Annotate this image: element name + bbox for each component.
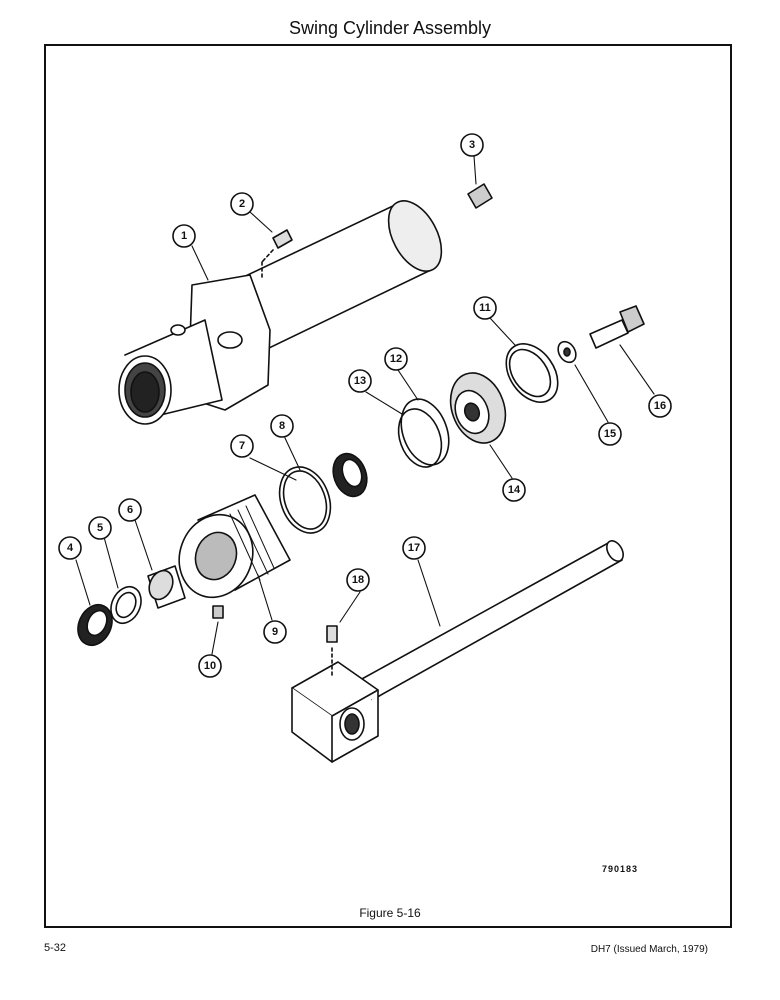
callout-12: 12 bbox=[384, 347, 408, 371]
callout-9: 9 bbox=[263, 620, 287, 644]
callout-13: 13 bbox=[348, 369, 372, 393]
part-seal-4 bbox=[77, 604, 113, 646]
callout-11: 11 bbox=[473, 296, 497, 320]
callout-4: 4 bbox=[58, 536, 82, 560]
svg-text:4: 4 bbox=[67, 542, 74, 554]
svg-text:2: 2 bbox=[239, 198, 245, 210]
callout-18: 18 bbox=[346, 568, 370, 592]
callout-15: 15 bbox=[598, 422, 622, 446]
diagram-frame bbox=[44, 44, 732, 928]
part-seal-8 bbox=[332, 452, 368, 498]
drawing-number: 790183 bbox=[602, 864, 639, 874]
svg-text:3: 3 bbox=[469, 139, 475, 151]
svg-text:17: 17 bbox=[408, 542, 420, 554]
callout-5: 5 bbox=[88, 516, 112, 540]
part-oring-7 bbox=[278, 466, 332, 534]
part-grease-fitting-18 bbox=[326, 625, 338, 679]
svg-text:12: 12 bbox=[390, 353, 402, 365]
svg-text:11: 11 bbox=[479, 302, 491, 314]
part-gland-9 bbox=[178, 494, 291, 599]
svg-text:15: 15 bbox=[604, 428, 616, 440]
callout-1: 1 bbox=[172, 224, 196, 248]
callout-7: 7 bbox=[230, 434, 254, 458]
part-fitting-10 bbox=[212, 605, 224, 619]
svg-text:8: 8 bbox=[279, 420, 285, 432]
part-ring-5 bbox=[110, 585, 142, 625]
svg-text:1: 1 bbox=[181, 230, 187, 242]
part-bolt-16 bbox=[589, 305, 645, 349]
callout-10: 10 bbox=[198, 654, 222, 678]
part-plug bbox=[467, 183, 493, 209]
callout-16: 16 bbox=[648, 394, 672, 418]
svg-text:13: 13 bbox=[354, 375, 366, 387]
page-title: Swing Cylinder Assembly bbox=[288, 18, 492, 38]
callout-14: 14 bbox=[502, 478, 526, 502]
callout-2: 2 bbox=[230, 192, 254, 216]
svg-text:18: 18 bbox=[352, 574, 364, 586]
svg-text:10: 10 bbox=[204, 660, 216, 672]
part-bushing-6 bbox=[147, 565, 186, 609]
document-reference: DH7 (Issued March, 1979) bbox=[590, 944, 708, 955]
part-ring-12 bbox=[400, 398, 450, 466]
svg-text:7: 7 bbox=[239, 440, 245, 452]
svg-text:6: 6 bbox=[127, 504, 133, 516]
callout-8: 8 bbox=[270, 414, 294, 438]
part-grease-fitting-upper bbox=[261, 229, 293, 281]
svg-text:14: 14 bbox=[508, 484, 521, 496]
part-wear-ring-11 bbox=[505, 343, 559, 403]
svg-text:5: 5 bbox=[97, 522, 103, 534]
callout-17: 17 bbox=[402, 536, 426, 560]
page-number: 5-32 bbox=[44, 942, 67, 954]
callout-3: 3 bbox=[460, 133, 484, 157]
leader-lines bbox=[75, 155, 655, 655]
part-oring-13 bbox=[397, 408, 443, 468]
part-piston-14 bbox=[449, 372, 507, 444]
figure-caption: Figure 5-16 bbox=[359, 906, 421, 920]
part-cylinder-barrel bbox=[118, 200, 443, 425]
callout-6: 6 bbox=[118, 498, 142, 522]
svg-text:9: 9 bbox=[272, 626, 278, 638]
svg-text:16: 16 bbox=[654, 400, 666, 412]
part-rod-17 bbox=[291, 540, 624, 763]
part-washer-15 bbox=[557, 340, 577, 364]
